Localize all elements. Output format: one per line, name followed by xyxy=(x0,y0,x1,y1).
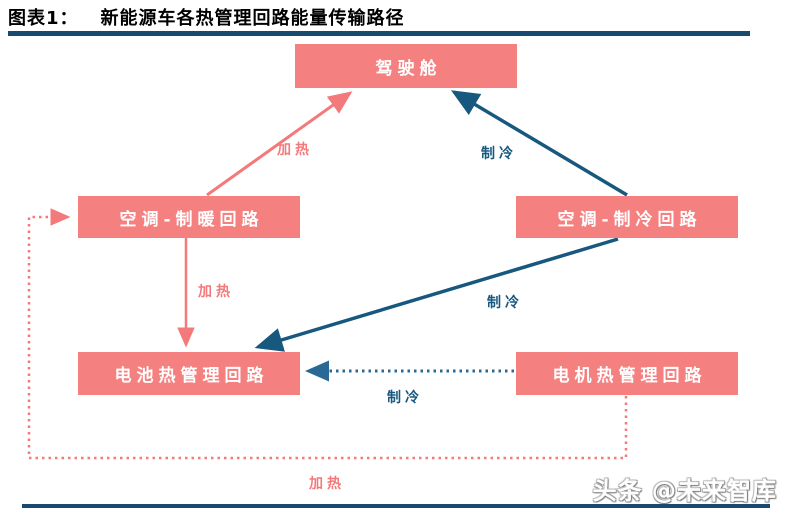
edge-label-heat-to-battery: 加热 xyxy=(198,284,234,300)
node-ac-cooling-circuit: 空调-制冷回路 xyxy=(516,196,738,238)
edge-label-motor-cool-to-battery: 制冷 xyxy=(387,390,423,406)
title-underline-rule xyxy=(8,31,750,36)
page-title: 新能源车各热管理回路能量传输路径 xyxy=(100,8,405,29)
edge-label-cool-to-cockpit: 制冷 xyxy=(481,146,517,162)
node-motor-thermal-circuit: 电机热管理回路 xyxy=(516,352,738,395)
figure-title-row: 图表1： 新能源车各热管理回路能量传输路径 xyxy=(8,4,405,30)
figure-label: 图表1： xyxy=(8,8,79,29)
edge-label-heat-to-cockpit: 加热 xyxy=(277,142,313,158)
edge-label-cool-to-battery: 制冷 xyxy=(487,295,523,311)
node-ac-heating-circuit: 空调-制暖回路 xyxy=(78,196,300,238)
bottom-rule xyxy=(22,504,770,508)
edge-cool-to-cockpit xyxy=(450,90,628,197)
node-battery-thermal-circuit: 电池热管理回路 xyxy=(78,352,300,395)
edge-label-motor-heat-to-ac-heating: 加热 xyxy=(309,476,345,492)
watermark-toutiao-future-thinktank: 头条 @未来智库 xyxy=(592,477,777,505)
edge-motor-heat-to-ac-heating xyxy=(27,208,628,460)
edge-cool-to-battery xyxy=(254,237,619,352)
node-cockpit: 驾驶舱 xyxy=(295,44,517,88)
